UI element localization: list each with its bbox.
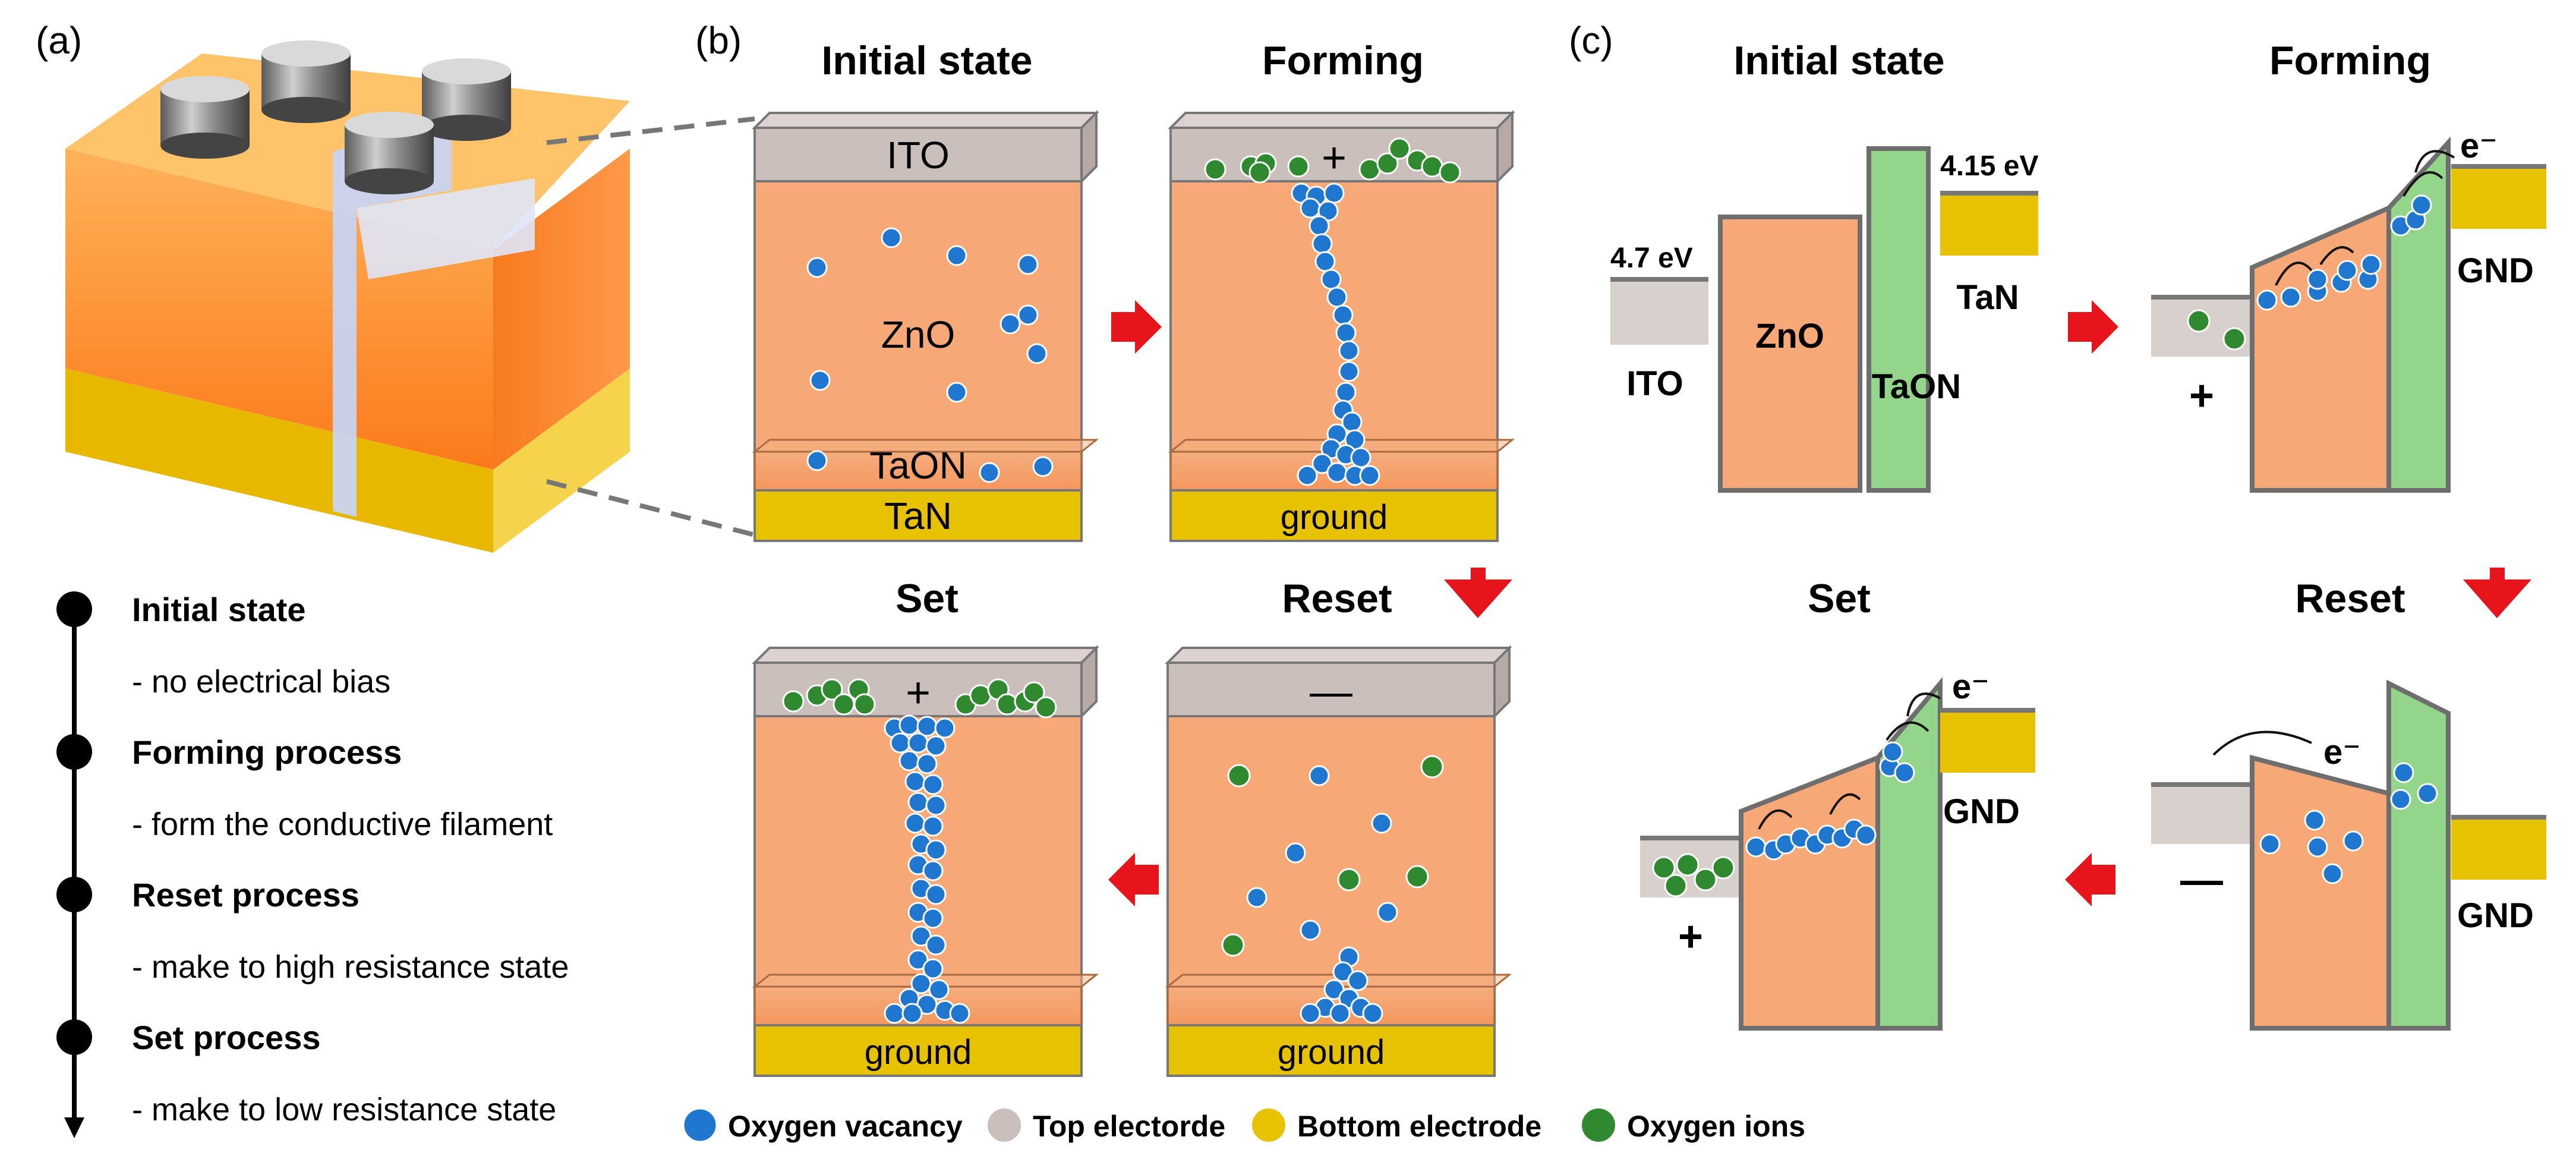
- legend-label: Top electorde: [1033, 1110, 1225, 1143]
- timeline-desc: - make to high resistance state: [132, 949, 569, 985]
- c-title-initial: Initial state: [1733, 38, 1944, 83]
- timeline-title: Set process: [132, 1019, 321, 1056]
- b-device-initial: ITO ZnO TaON TaN: [752, 110, 1099, 542]
- c-band-reset: — GND e⁻: [2151, 679, 2546, 1031]
- process-arrow-down: [1444, 568, 1512, 618]
- legend-swatch-bottom: [1252, 1108, 1285, 1142]
- c-label-gnd: GND: [2457, 251, 2534, 290]
- timeline-desc: - form the conductive filament: [132, 807, 553, 842]
- b-label-minus: —: [1310, 668, 1352, 716]
- c-label-tan-wf: 4.15 eV: [1940, 150, 2038, 182]
- conductive-filament: [1291, 182, 1380, 486]
- c-label-plus: +: [2189, 372, 2214, 420]
- b-label-ground: ground: [1278, 1033, 1385, 1072]
- b-label-plus: +: [906, 669, 931, 717]
- legend-swatch-top: [988, 1108, 1021, 1142]
- legend-swatch-ions: [1582, 1108, 1615, 1142]
- c-label-minus: —: [2180, 856, 2223, 904]
- c-title-set: Set: [1808, 576, 1871, 621]
- legend-label: Oxygen ions: [1627, 1110, 1805, 1143]
- c-title-forming: Forming: [2269, 38, 2431, 83]
- oxygen-vacancies: [2256, 194, 2432, 311]
- b-title-forming: Forming: [1262, 38, 1424, 83]
- timeline-title: Reset process: [132, 876, 360, 914]
- c-label-ito-wf: 4.7 eV: [1610, 242, 1693, 274]
- b-device-reset: — ground: [1165, 645, 1512, 1077]
- legend-label: Bottom electrode: [1297, 1110, 1541, 1143]
- b-label-ground: ground: [1281, 498, 1388, 537]
- conductive-filament: [884, 714, 970, 1024]
- panel-label-b: (b): [695, 19, 742, 62]
- b-label-ito: ITO: [887, 134, 950, 177]
- c-label-zno: ZnO: [1755, 317, 1824, 355]
- c-label-tan: TaN: [1956, 278, 2019, 317]
- oxygen-ions: [2187, 309, 2246, 351]
- c-title-reset: Reset: [2295, 576, 2405, 621]
- c-label-electron: e⁻: [2460, 127, 2498, 165]
- c-label-gnd: GND: [2457, 896, 2534, 935]
- oxygen-vacancies: [1246, 765, 1398, 1024]
- b-title-reset: Reset: [1282, 576, 1392, 621]
- b-title-initial: Initial state: [821, 38, 1032, 83]
- b-label-plus: +: [1322, 134, 1347, 182]
- device-cube-illustration: [65, 40, 755, 553]
- oxygen-ions: [1204, 137, 1461, 184]
- process-arrow-down: [2463, 568, 2531, 618]
- b-device-set: + ground: [752, 645, 1099, 1077]
- c-label-electron: e⁻: [1952, 667, 1989, 706]
- process-arrow-right: [2068, 300, 2118, 354]
- oxygen-vacancies: [2259, 762, 2438, 884]
- timeline-desc: - make to low resistance state: [132, 1092, 556, 1127]
- b-label-tan: TaN: [884, 495, 952, 537]
- c-band-set: + GND e⁻: [1640, 667, 2035, 1031]
- process-arrow-right: [1111, 300, 1162, 354]
- oxygen-ions: [1652, 853, 1735, 897]
- timeline-dot: [56, 1019, 92, 1055]
- b-device-forming: + ground: [1168, 110, 1515, 542]
- b-title-set: Set: [896, 576, 958, 621]
- panel-label-c: (c): [1569, 19, 1613, 62]
- c-band-initial: 4.7 eV 4.15 eV ITO ZnO TaON TaN: [1610, 146, 2038, 493]
- process-arrow-left: [2065, 853, 2115, 906]
- timeline-desc: - no electrical bias: [132, 664, 390, 700]
- b-label-ground: ground: [865, 1033, 972, 1072]
- panel-label-a: (a): [36, 19, 82, 62]
- process-timeline: Initial state - no electrical bias Formi…: [56, 591, 569, 1138]
- timeline-dot: [56, 877, 92, 912]
- c-band-forming: + GND e⁻: [2151, 127, 2546, 493]
- c-label-taon: TaON: [1872, 367, 1961, 406]
- oxygen-vacancies: [806, 227, 1054, 483]
- c-label-electron: e⁻: [2323, 733, 2361, 771]
- process-arrow-left: [1108, 853, 1159, 906]
- timeline-title: Initial state: [132, 591, 306, 628]
- oxygen-vacancies: [1745, 741, 1915, 861]
- legend-swatch-vacancy: [682, 1107, 718, 1143]
- electron-hop-arrows: [1758, 692, 1941, 830]
- c-label-plus: +: [1678, 913, 1703, 960]
- b-label-zno: ZnO: [881, 313, 955, 356]
- c-label-gnd: GND: [1943, 792, 2020, 831]
- oxygen-ions: [1221, 755, 1444, 957]
- legend: Oxygen vacancy Top electorde Bottom elec…: [682, 1107, 1805, 1143]
- electron-hop-arrows: [2212, 730, 2312, 756]
- timeline-title: Forming process: [132, 733, 402, 771]
- legend-label: Oxygen vacancy: [728, 1110, 963, 1143]
- oxygen-ions: [782, 678, 1057, 719]
- top-electrode-pads: [160, 40, 511, 194]
- timeline-dot: [56, 734, 92, 770]
- timeline-dot: [56, 591, 92, 627]
- electron-hop-arrows: [2275, 150, 2455, 286]
- b-label-taon: TaON: [869, 444, 967, 487]
- c-label-ito: ITO: [1626, 364, 1683, 403]
